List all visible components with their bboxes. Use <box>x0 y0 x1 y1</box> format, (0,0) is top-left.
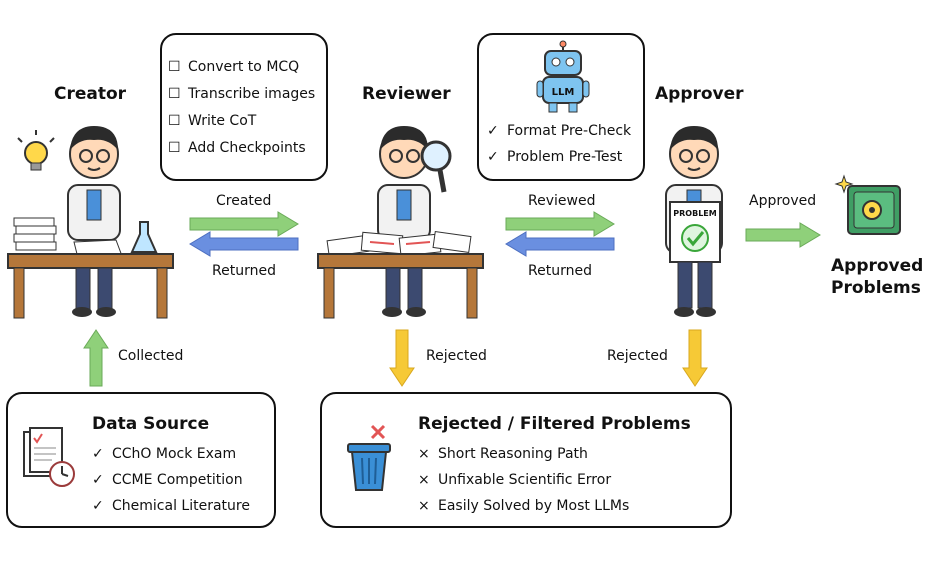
data-source-title: Data Source <box>92 414 210 434</box>
creator-figure <box>7 126 174 319</box>
returned-arrow-1 <box>189 231 299 257</box>
rejected-item: ×Easily Solved by Most LLMs <box>418 498 630 514</box>
llm-check-item: ✓Problem Pre-Test <box>487 149 623 165</box>
robot-label: LLM <box>552 87 575 98</box>
check-icon: ✓ <box>92 498 104 514</box>
reviewed-label: Reviewed <box>528 193 596 209</box>
rejected-box-title: Rejected / Filtered Problems <box>418 414 691 434</box>
creator-tasks-box: ☐Convert to MCQ ☐Transcribe images ☐Writ… <box>160 33 328 181</box>
reviewed-arrow <box>505 211 615 237</box>
creator-title: Creator <box>54 84 127 104</box>
checkbox-icon: ☐ <box>168 86 181 102</box>
created-label: Created <box>216 193 272 209</box>
rejected-label-1: Rejected <box>426 348 487 364</box>
cross-icon: × <box>418 446 430 462</box>
source-item: ✓CCME Competition <box>92 472 243 488</box>
magnifier-icon <box>420 140 452 193</box>
robot-icon: LLM <box>536 40 590 113</box>
returned-label-1: Returned <box>212 263 276 279</box>
check-icon: ✓ <box>92 446 104 462</box>
approved-problems-line2: Problems <box>831 278 921 298</box>
rejected-item: ×Short Reasoning Path <box>418 446 588 462</box>
checkmark-icon <box>681 224 709 252</box>
approved-label: Approved <box>749 193 817 209</box>
cross-icon: × <box>418 498 430 514</box>
rejected-item: ×Unfixable Scientific Error <box>418 472 612 488</box>
approver-figure: PROBLEM <box>665 126 723 317</box>
rejected-arrow-1 <box>389 329 415 387</box>
check-icon: ✓ <box>487 123 499 139</box>
checkbox-icon: ☐ <box>168 140 181 156</box>
collected-arrow <box>83 329 109 387</box>
data-source-box: Data Source ✓CChO Mock Exam ✓CCME Compet… <box>6 392 276 528</box>
lightbulb-icon <box>17 130 55 171</box>
safe-icon <box>834 174 901 235</box>
created-arrow <box>189 211 299 237</box>
returned-label-2: Returned <box>528 263 592 279</box>
reviewer-title: Reviewer <box>362 84 451 104</box>
task-item: ☐Convert to MCQ <box>168 59 300 75</box>
document-clock-icon <box>23 427 75 487</box>
approver-title: Approver <box>655 84 744 104</box>
checkbox-icon: ☐ <box>168 113 181 129</box>
cross-icon: × <box>418 472 430 488</box>
llm-panel: LLM ✓Format Pre-Check ✓Problem Pre-Test <box>477 33 645 181</box>
rejected-box: Rejected / Filtered Problems ×Short Reas… <box>320 392 732 528</box>
rejected-arrow-2 <box>682 329 708 387</box>
returned-arrow-2 <box>505 231 615 257</box>
trash-bin-icon <box>347 424 391 491</box>
check-icon: ✓ <box>92 472 104 488</box>
task-item: ☐Write CoT <box>168 113 257 129</box>
source-item: ✓Chemical Literature <box>92 498 250 514</box>
approved-arrow <box>745 222 821 248</box>
task-item: ☐Transcribe images <box>168 86 316 102</box>
problem-sign-label: PROBLEM <box>673 209 716 218</box>
source-item: ✓CChO Mock Exam <box>92 446 237 462</box>
llm-check-item: ✓Format Pre-Check <box>487 123 632 139</box>
task-item: ☐Add Checkpoints <box>168 140 306 156</box>
checkbox-icon: ☐ <box>168 59 181 75</box>
reviewer-figure <box>317 126 484 319</box>
rejected-label-2: Rejected <box>607 348 668 364</box>
collected-label: Collected <box>118 348 184 364</box>
check-icon: ✓ <box>487 149 499 165</box>
approved-problems-line1: Approved <box>831 256 924 276</box>
